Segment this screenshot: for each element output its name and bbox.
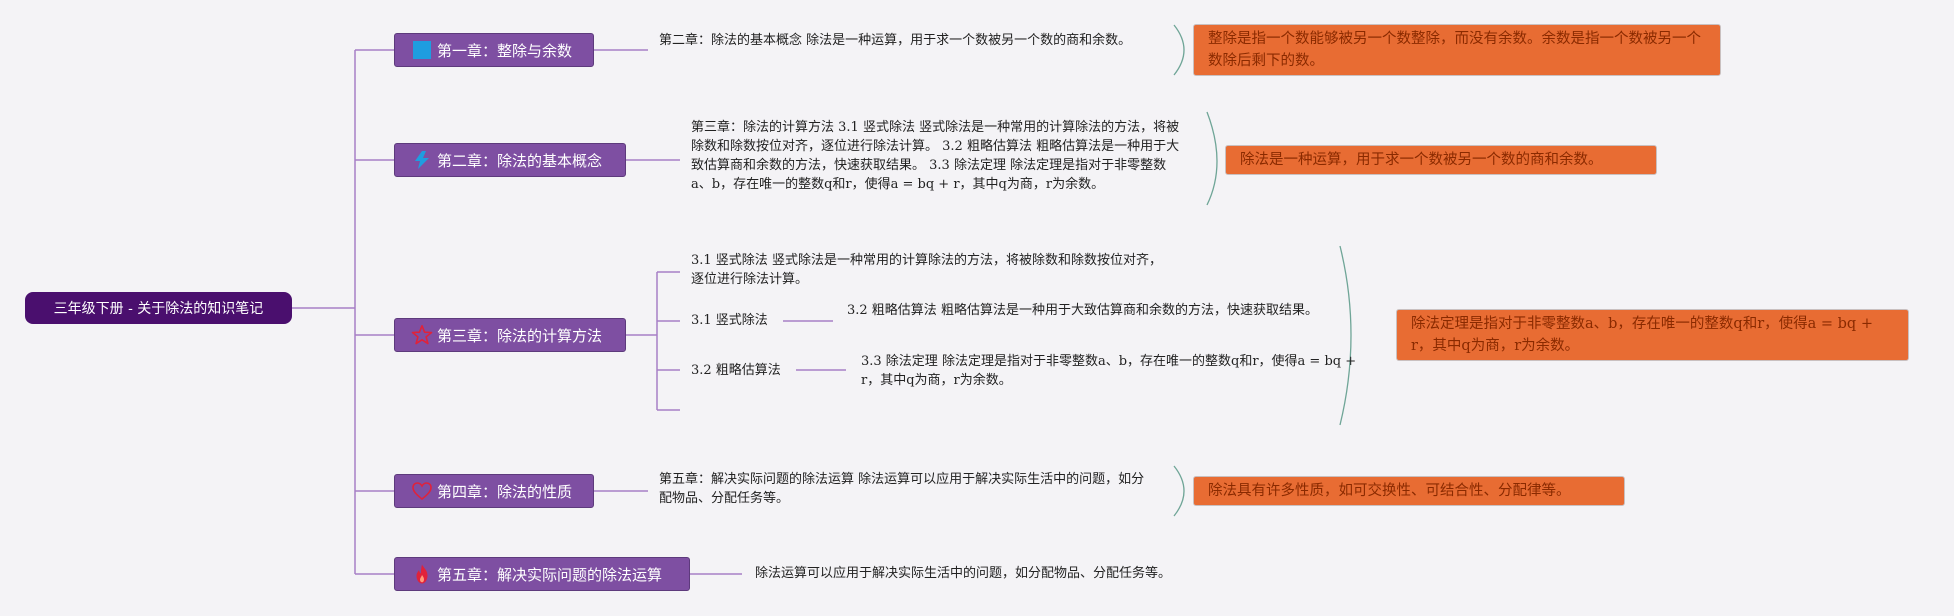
chapter-3-subitem-3-detail: 3.3 除法定理 除法定理是指对于非零整数a、b，存在唯一的整数q和r，使得a … [861,354,1357,388]
chapter-4-summary: 除法具有许多性质，如可交换性、可结合性、分配律等。 [1193,476,1625,506]
chapter-3-node[interactable]: 第三章：除法的计算方法 [394,318,626,352]
chapter-3-subitem-2: 3.1 竖式除法 [691,313,768,328]
chapter-3-summary: 除法定理是指对于非零整数a、b，存在唯一的整数q和r，使得a = bq + r，… [1396,309,1909,361]
chapter-4-description: 第五章：解决实际问题的除法运算 除法运算可以应用于解决实际生活中的问题，如分配物… [659,472,1145,506]
chapter-2-description: 第三章：除法的计算方法 3.1 竖式除法 竖式除法是一种常用的计算除法的方法，将… [691,120,1180,192]
chapter-5-node[interactable]: 第五章：解决实际问题的除法运算 [394,557,690,591]
chapter-5-description: 除法运算可以应用于解决实际生活中的问题，如分配物品、分配任务等。 [755,566,1172,581]
chapter-3-subitem-2-detail: 3.2 粗略估算法 粗略估算法是一种用于大致估算商和余数的方法，快速获取结果。 [847,303,1318,318]
chapter-1-summary: 整除是指一个数能够被另一个数整除，而没有余数。余数是指一个数被另一个数除后剩下的… [1193,24,1721,76]
chapter-1-label: 第一章：整除与余数 [437,41,573,60]
square-icon [411,39,433,61]
chapter-2-summary: 除法是一种运算，用于求一个数被另一个数的商和余数。 [1225,145,1657,175]
chapter-5-label: 第五章：解决实际问题的除法运算 [437,565,663,584]
chapter-3-label: 第三章：除法的计算方法 [437,326,603,345]
chapter-4-node[interactable]: 第四章：除法的性质 [394,474,594,508]
chapter-2-label: 第二章：除法的基本概念 [437,151,603,170]
chapter-4-label: 第四章：除法的性质 [437,482,573,501]
chapter-1-description: 第二章：除法的基本概念 除法是一种运算，用于求一个数被另一个数的商和余数。 [659,33,1132,48]
chapter-3-subitem-1: 3.1 竖式除法 竖式除法是一种常用的计算除法的方法，将被除数和除数按位对齐，逐… [691,253,1162,287]
star-outline-icon [411,324,433,346]
root-title: 三年级下册 - 关于除法的知识笔记 [53,301,264,317]
heart-outline-icon [411,480,433,502]
flame-icon [411,563,433,585]
root-topic[interactable]: 三年级下册 - 关于除法的知识笔记 [25,292,292,324]
chapter-2-node[interactable]: 第二章：除法的基本概念 [394,143,626,177]
chapter-1-node[interactable]: 第一章：整除与余数 [394,33,594,67]
chapter-3-subitem-3: 3.2 粗略估算法 [691,363,781,378]
lightning-icon [411,149,433,171]
